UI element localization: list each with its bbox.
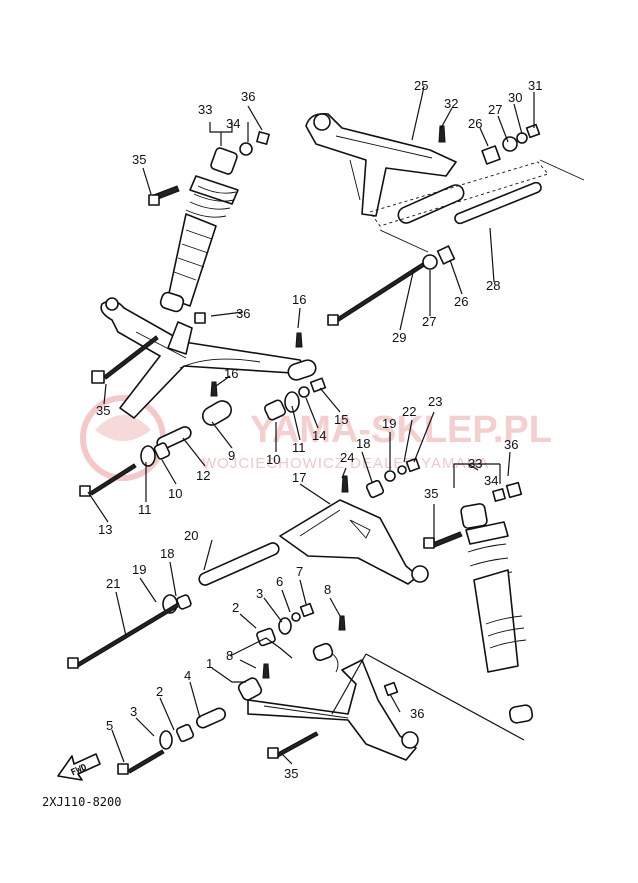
callout-11: 11 [292,440,306,455]
callout-35: 35 [424,486,438,501]
callout-7: 7 [296,564,303,579]
callout-8: 8 [324,582,331,597]
callout-30: 30 [508,90,522,105]
callout-3: 3 [130,704,137,719]
callout-5: 5 [106,718,113,733]
callout-24: 24 [340,450,354,465]
callout-35: 35 [132,152,146,167]
callout-14: 14 [312,428,326,443]
callout-10: 10 [168,486,182,501]
rear-shock-left [148,131,270,313]
callout-27: 27 [488,102,502,117]
callout-4: 4 [184,668,191,683]
callout-35: 35 [284,766,298,781]
callout-12: 12 [196,468,210,483]
rear-shock-right [423,481,534,724]
callout-labels: 33 36 34 35 36 16 16 35 9 12 10 11 13 10… [96,78,542,781]
callout-19: 19 [382,416,396,431]
watermark-logo-icon [95,415,151,441]
callout-2: 2 [232,600,239,615]
callout-33: 33 [198,102,212,117]
fwd-arrow-icon: FWD [57,753,101,781]
callout-36: 36 [410,706,424,721]
callout-23: 23 [428,394,442,409]
callout-6: 6 [276,574,283,589]
callout-3: 3 [256,586,263,601]
callout-36: 36 [241,89,255,104]
callout-34: 34 [484,473,498,488]
callout-33: 33 [468,456,482,471]
watermark-title: YAMA-SKLEP.PL [250,409,552,451]
callout-10: 10 [266,452,280,467]
diagram-code: 2XJ110-8200 [42,795,121,809]
callout-13: 13 [98,522,112,537]
callout-20: 20 [184,528,198,543]
callout-1: 1 [206,656,213,671]
callout-2: 2 [156,684,163,699]
callout-28: 28 [486,278,500,293]
callout-8: 8 [226,648,233,663]
callout-19: 19 [132,562,146,577]
callout-16: 16 [224,366,238,381]
callout-27: 27 [422,314,436,329]
callout-22: 22 [402,404,416,419]
callout-36: 36 [504,437,518,452]
callout-36: 36 [236,306,250,321]
callout-9: 9 [228,448,235,463]
lower-arm-right [67,457,429,669]
callout-26: 26 [454,294,468,309]
callout-35: 35 [96,403,110,418]
callout-21: 21 [106,576,120,591]
callout-18: 18 [356,436,370,451]
callout-29: 29 [392,330,406,345]
callout-18: 18 [160,546,174,561]
callout-15: 15 [334,412,348,427]
dealer-watermark: YAMA-SKLEP.PL WOJCIECHOWICZ DEALER YAMAH… [80,395,552,481]
bushing-stack-left [79,377,327,497]
callout-16: 16 [292,292,306,307]
callout-17: 17 [292,470,306,485]
callout-31: 31 [528,78,542,93]
leader-lines [87,85,535,765]
upper-arm-right [305,112,585,326]
callout-26: 26 [468,116,482,131]
callout-32: 32 [444,96,458,111]
callout-11: 11 [138,502,152,517]
lower-arm-left [117,602,419,775]
callout-25: 25 [414,78,428,93]
callout-34: 34 [226,116,240,131]
upper-arm-left [91,297,317,426]
